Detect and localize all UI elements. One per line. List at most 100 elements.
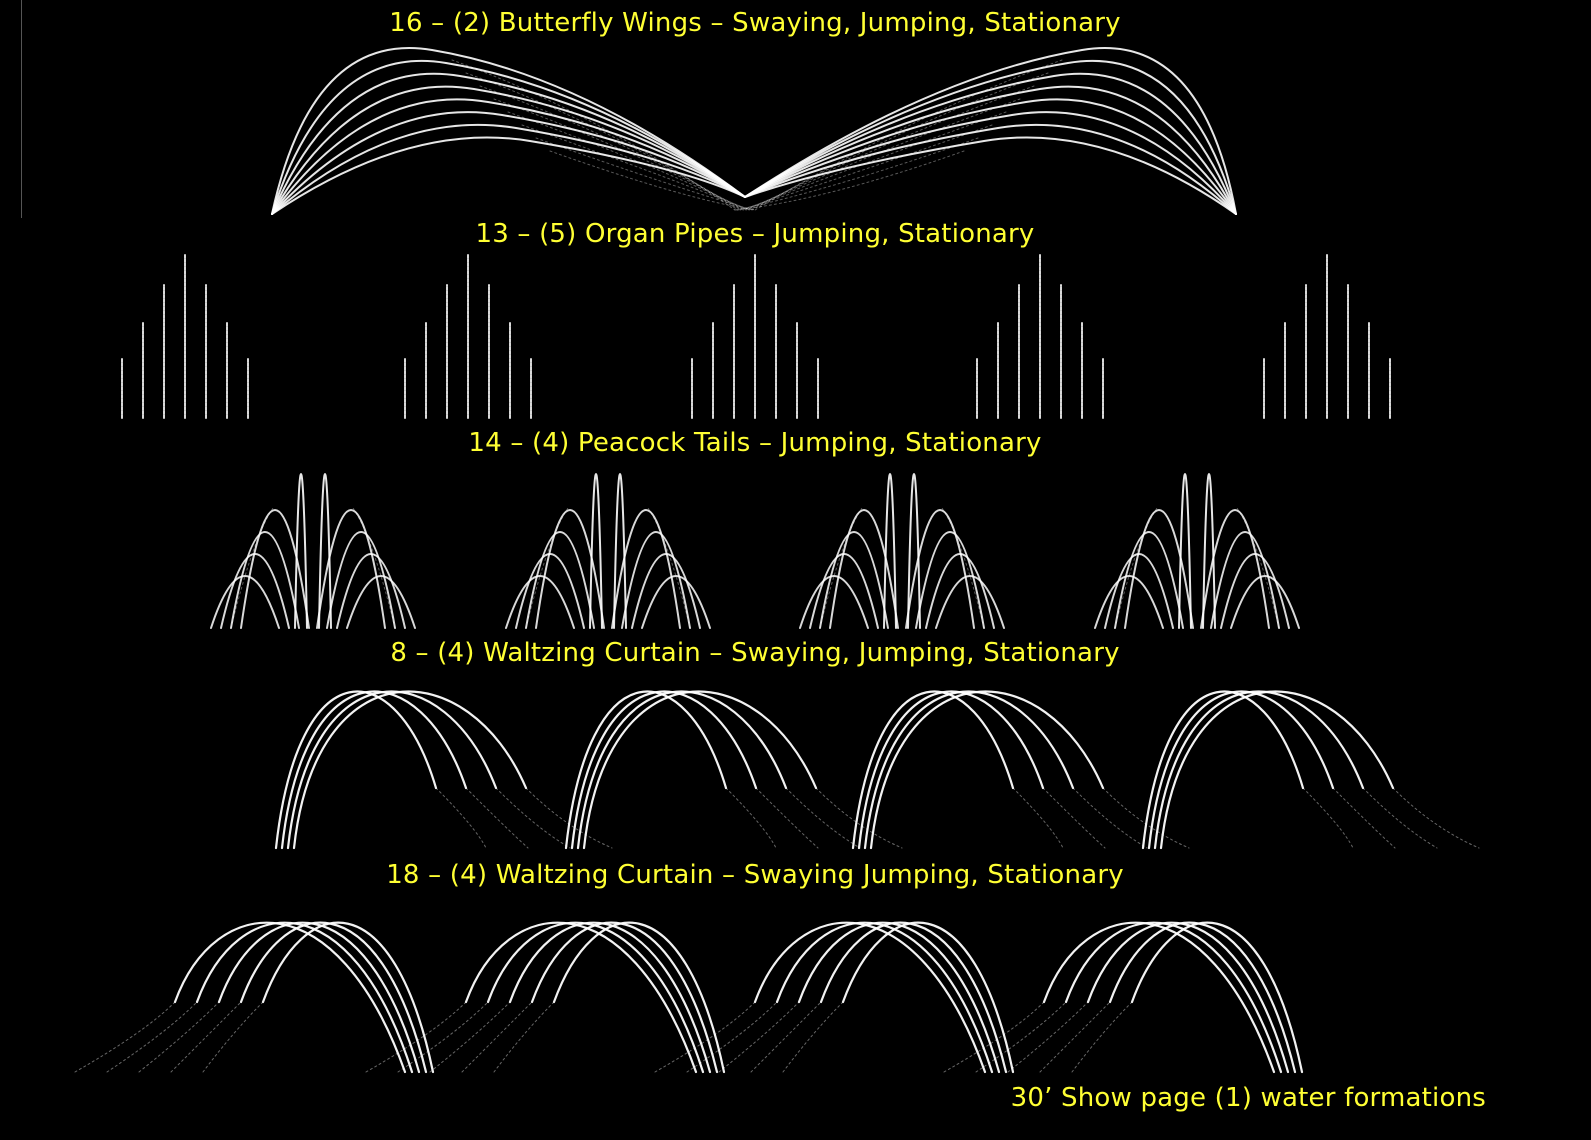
- curtain-jet: [564, 690, 728, 850]
- butterfly-wings-formation: [271, 47, 1237, 215]
- waltzing-curtain-8-caption: 8 – (4) Waltzing Curtain – Swaying, Jump…: [390, 638, 1120, 668]
- curtain-spray: [654, 1001, 756, 1073]
- peacock-jet: [326, 531, 396, 629]
- curtain-jet: [775, 921, 994, 1074]
- butterfly-jet: [744, 111, 1237, 215]
- peacock-tails-caption: 14 – (4) Peacock Tails – Jumping, Statio…: [468, 428, 1042, 458]
- curtain-jet: [274, 690, 438, 850]
- curtain-jet: [819, 921, 1008, 1074]
- peacock-jet: [935, 575, 1005, 629]
- butterfly-jet: [744, 72, 1237, 215]
- butterfly-spray: [521, 124, 751, 211]
- butterfly-jet: [271, 59, 746, 215]
- butterfly-spray: [493, 98, 745, 211]
- curtain-jet: [552, 921, 726, 1074]
- butterfly-jet: [271, 85, 746, 215]
- peacock-jet: [819, 531, 889, 629]
- curtain-spray: [429, 1001, 511, 1073]
- curtain-spray: [365, 1001, 467, 1073]
- peacock-jet: [525, 531, 595, 629]
- peacock-jet: [515, 553, 585, 629]
- peacock-jet: [631, 553, 701, 629]
- peacock-jet: [336, 553, 406, 629]
- peacock-spray: [941, 507, 985, 629]
- curtain-spray: [943, 1001, 1045, 1073]
- butterfly-jet: [744, 136, 1237, 215]
- peacock-spray: [352, 507, 396, 629]
- curtain-jet: [292, 690, 528, 850]
- curtain-jet: [464, 921, 698, 1074]
- peacock-jet: [535, 509, 605, 629]
- curtain-spray: [725, 787, 777, 849]
- butterfly-jet: [744, 85, 1237, 215]
- curtain-spray: [138, 1001, 220, 1073]
- curtain-jet: [797, 921, 1001, 1074]
- curtain-jet: [582, 690, 818, 850]
- peacock-jet: [230, 531, 300, 629]
- butterfly-spray: [745, 98, 1021, 211]
- curtain-jet: [1159, 690, 1395, 850]
- curtain-spray: [1007, 1001, 1089, 1073]
- peacock-jet: [1230, 575, 1300, 629]
- butterfly-spray: [733, 150, 965, 211]
- curtain-spray: [495, 787, 571, 849]
- peacock-jet: [925, 553, 995, 629]
- peacock-jet: [316, 509, 386, 629]
- butterfly-jet: [744, 98, 1237, 215]
- curtain-spray: [750, 1001, 822, 1073]
- peacock-spray: [230, 507, 274, 629]
- curtain-jet: [1086, 921, 1290, 1074]
- curtain-spray: [1302, 787, 1354, 849]
- curtain-spray: [1362, 787, 1438, 849]
- curtain-spray: [1012, 787, 1064, 849]
- peacock-jet: [829, 509, 899, 629]
- butterfly-spray: [479, 85, 742, 211]
- butterfly-spray: [535, 137, 754, 211]
- butterfly-spray: [742, 111, 1007, 211]
- curtain-jet: [1064, 921, 1283, 1074]
- curtain-jet: [173, 921, 407, 1074]
- curtain-spray: [815, 787, 903, 849]
- butterfly-jet: [271, 98, 746, 215]
- peacock-spray: [819, 507, 863, 629]
- peacock-jet: [1124, 509, 1194, 629]
- butterfly-spray: [507, 111, 748, 211]
- butterfly-jet: [744, 59, 1237, 215]
- curtain-jet: [1153, 690, 1365, 850]
- butterfly-spray: [739, 124, 993, 211]
- peacock-jet: [210, 575, 280, 629]
- peacock-jet: [1114, 531, 1184, 629]
- waltzing-curtain-18-caption: 18 – (4) Waltzing Curtain – Swaying Jump…: [386, 860, 1124, 890]
- peacock-spray: [525, 507, 569, 629]
- peacock-jet: [799, 575, 869, 629]
- waltzing-curtain-18-formation: [74, 921, 1304, 1074]
- peacock-jet: [611, 509, 681, 629]
- curtain-spray: [435, 787, 487, 849]
- butterfly-spray: [751, 72, 1049, 211]
- curtain-spray: [1042, 787, 1106, 849]
- curtain-spray: [718, 1001, 800, 1073]
- peacock-jet: [505, 575, 575, 629]
- curtain-jet: [508, 921, 712, 1074]
- curtain-spray: [74, 1001, 176, 1073]
- peacock-jet: [1104, 553, 1174, 629]
- curtain-spray: [1102, 787, 1190, 849]
- footer-caption: 30’ Show page (1) water formations: [1010, 1083, 1486, 1113]
- curtain-spray: [1072, 787, 1148, 849]
- peacock-jet: [1220, 553, 1290, 629]
- curtain-spray: [465, 787, 529, 849]
- butterfly-spray: [748, 85, 1035, 211]
- peacock-spray: [647, 507, 691, 629]
- curtain-jet: [851, 690, 1015, 850]
- curtain-jet: [1042, 921, 1276, 1074]
- butterfly-spray: [465, 72, 739, 211]
- peacock-jet: [240, 509, 310, 629]
- curtain-spray: [461, 1001, 533, 1073]
- curtain-jet: [1108, 921, 1297, 1074]
- peacock-jet: [915, 531, 985, 629]
- butterfly-jet: [271, 72, 746, 215]
- butterfly-jet: [271, 123, 746, 215]
- butterfly-jet: [271, 136, 746, 215]
